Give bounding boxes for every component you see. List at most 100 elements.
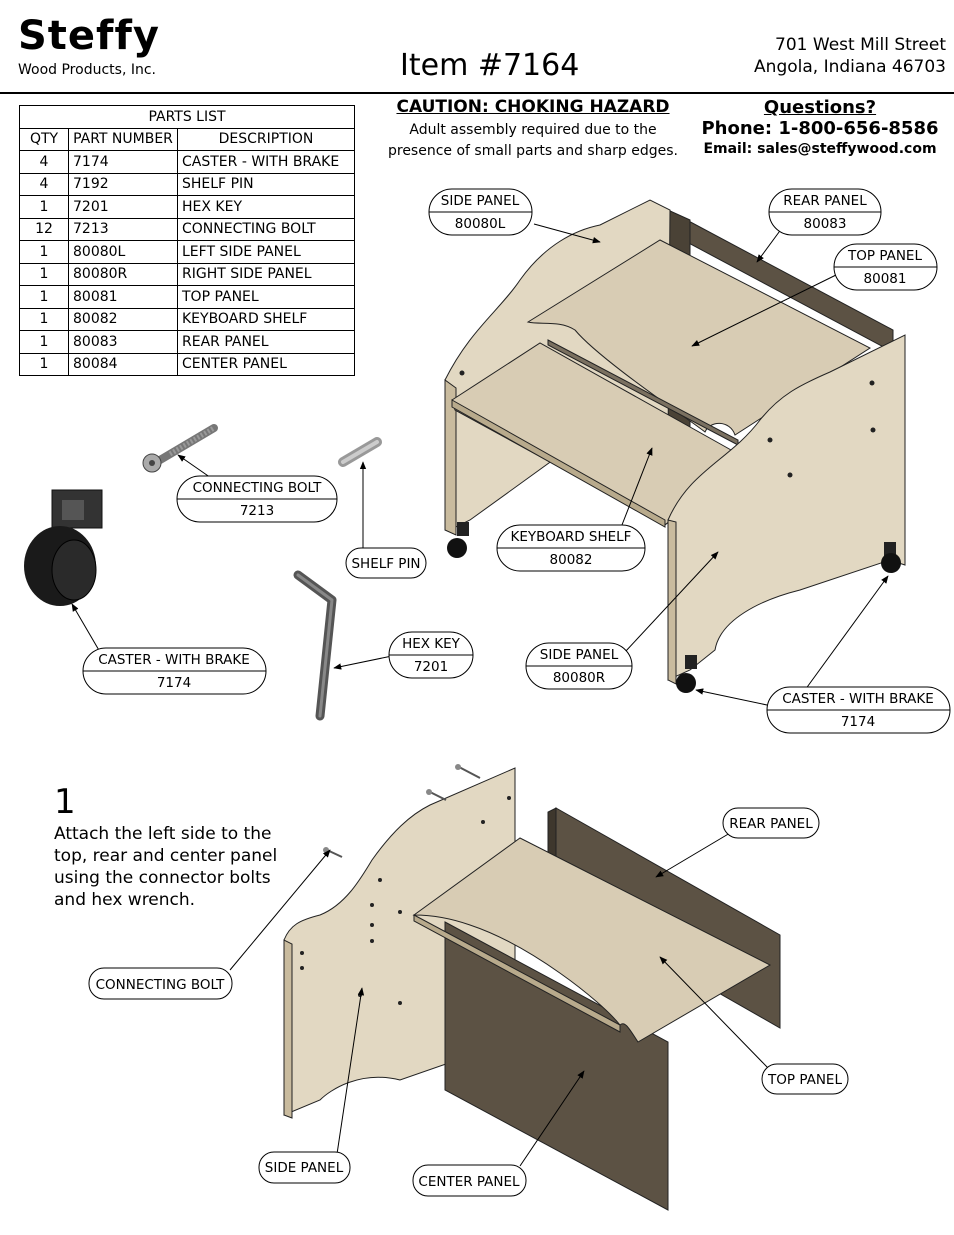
step1-drawing [283, 764, 781, 1211]
questions-title: Questions? [763, 97, 877, 118]
callout-side-panel-l: SIDE PANEL 80080L [428, 188, 533, 236]
description-cell: KEYBOARD SHELF [177, 307, 355, 331]
callout-keyboard-shelf: KEYBOARD SHELF 80082 [496, 524, 646, 572]
callout-rear-panel: REAR PANEL 80083 [768, 188, 882, 236]
center-panel-shape [444, 921, 669, 1211]
callout-shelf-pin: SHELF PIN [345, 547, 427, 579]
callout-label: SIDE PANEL [441, 193, 520, 209]
description-cell: CONNECTING BOLT [177, 217, 355, 241]
company-address: 701 West Mill Street Angola, Indiana 467… [754, 34, 946, 78]
callout-code: 7174 [157, 675, 191, 691]
part-number-cell: 7213 [68, 217, 178, 241]
callout-label: SIDE PANEL [265, 1160, 344, 1176]
description-cell: HEX KEY [177, 195, 355, 219]
callout-label: TOP PANEL [767, 1072, 842, 1088]
part-number-cell: 80081 [68, 285, 178, 309]
step-line-1: Attach the left side to the [54, 824, 272, 844]
callout-label: CENTER PANEL [418, 1174, 520, 1190]
caution-title: CAUTION: CHOKING HAZARD [396, 97, 670, 117]
callout-label: KEYBOARD SHELF [511, 529, 632, 545]
qty-cell: 1 [19, 195, 69, 219]
brand-logo: Steffy [18, 13, 160, 59]
callout-step-center-panel: CENTER PANEL [412, 1164, 527, 1197]
column-header-description: DESCRIPTION [177, 127, 355, 151]
callout-connecting-bolt: CONNECTING BOLT 7213 [176, 475, 338, 523]
callout-code: 80080R [553, 670, 605, 686]
top-panel-shape [412, 837, 772, 1043]
step-instructions: Attach the left side to the top, rear an… [54, 823, 284, 911]
callout-step-top-panel: TOP PANEL [761, 1063, 849, 1095]
callout-code: 7201 [414, 659, 448, 675]
step-number: 1 [54, 782, 76, 822]
questions-phone: Phone: 1-800-656-8586 [701, 118, 939, 139]
description-cell: TOP PANEL [177, 285, 355, 309]
callout-hex-key: HEX KEY 7201 [388, 631, 474, 679]
caution-line-2: presence of small parts and sharp edges. [387, 143, 678, 159]
part-number-cell: 80082 [68, 307, 178, 331]
description-cell: REAR PANEL [177, 330, 355, 354]
callout-label: CASTER - WITH BRAKE [782, 691, 934, 707]
caster-icon [881, 542, 901, 573]
callout-label: REAR PANEL [783, 193, 867, 209]
step-line-2: top, rear and center panel [54, 846, 278, 866]
callout-label: SHELF PIN [351, 556, 420, 572]
step-line-4: and hex wrench. [54, 890, 196, 910]
callout-code: 7213 [240, 503, 274, 519]
callout-caster-left: CASTER - WITH BRAKE 7174 [82, 647, 267, 695]
parts-list-table: PARTS LIST QTY PART NUMBER DESCRIPTION 4… [19, 105, 355, 376]
desk-assembled-drawing [444, 199, 906, 693]
step-line-3: using the connector bolts [54, 868, 271, 888]
callout-code: 7174 [841, 714, 875, 730]
description-cell: CASTER - WITH BRAKE [177, 150, 355, 174]
part-number-cell: 7174 [68, 150, 178, 174]
caster-icon [447, 522, 469, 558]
caster-icon [676, 655, 697, 693]
callout-code: 80080L [455, 216, 506, 232]
callout-side-panel-r: SIDE PANEL 80080R [525, 642, 633, 690]
callout-label: CONNECTING BOLT [193, 480, 323, 496]
callout-code: 80083 [804, 216, 847, 232]
callout-label: HEX KEY [402, 636, 461, 652]
callout-label: TOP PANEL [847, 248, 922, 264]
description-cell: CENTER PANEL [177, 352, 355, 376]
description-cell: RIGHT SIDE PANEL [177, 262, 355, 286]
callout-label: CONNECTING BOLT [96, 977, 226, 993]
caution-line-1: Adult assembly required due to the [409, 122, 657, 138]
shelf-pin-icon [338, 437, 382, 467]
callout-code: 80082 [550, 552, 593, 568]
header-divider [0, 92, 954, 94]
callout-step-side-panel: SIDE PANEL [258, 1151, 351, 1184]
callout-top-panel: TOP PANEL 80081 [833, 243, 938, 291]
description-cell: SHELF PIN [177, 172, 355, 196]
callout-label: REAR PANEL [729, 816, 813, 832]
column-header-part-number: PART NUMBER [68, 127, 178, 151]
brand-subtitle: Wood Products, Inc. [18, 62, 156, 78]
address-line-2: Angola, Indiana 46703 [754, 57, 946, 77]
caution-text: Adult assembly required due to the prese… [380, 120, 686, 162]
caster-with-brake-icon [24, 489, 103, 606]
right-side-panel-shape [667, 334, 906, 681]
part-number-cell: 80083 [68, 330, 178, 354]
part-number-cell: 80080R [68, 262, 178, 286]
questions-email: Email: sales@steffywood.com [703, 141, 937, 157]
callout-step-connecting-bolt: CONNECTING BOLT [88, 967, 233, 1000]
callout-label: SIDE PANEL [540, 647, 619, 663]
hex-key-icon [293, 570, 337, 721]
connecting-bolt-icon [142, 424, 218, 473]
callout-code: 80081 [864, 271, 907, 287]
part-number-cell: 7192 [68, 172, 178, 196]
part-number-cell: 7201 [68, 195, 178, 219]
callout-step-rear-panel: REAR PANEL [722, 807, 820, 839]
callout-caster-right: CASTER - WITH BRAKE 7174 [766, 686, 951, 734]
